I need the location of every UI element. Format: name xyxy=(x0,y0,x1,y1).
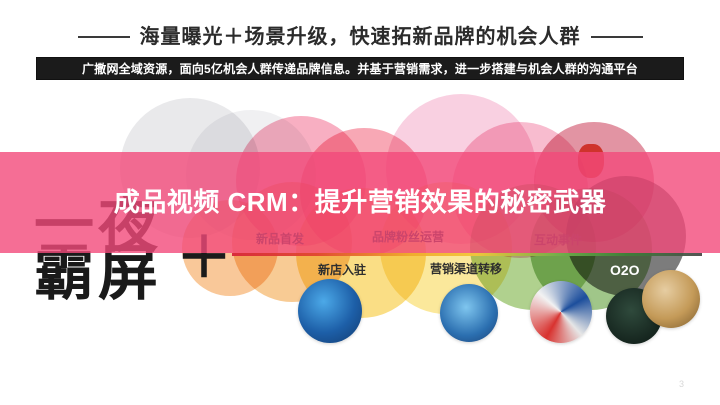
thumbnail-beige-promo xyxy=(642,270,700,328)
overlay-banner xyxy=(0,152,720,253)
node-label-o2o: O2O xyxy=(610,262,640,278)
page-title: 海量曝光＋场景升级，快速拓新品牌的机会人群 xyxy=(139,26,581,48)
thumbnail-blue-drink xyxy=(298,279,362,343)
node-label-channel-shift: 营销渠道转移 xyxy=(430,262,503,276)
big-type-line-2: 霸屏 xyxy=(34,241,162,307)
node-label-new-store: 新店入驻 xyxy=(318,263,367,277)
subtitle-bar: 广撒网全域资源，面向5亿机会人群传递品牌信息。并基于营销需求，进一步搭建与机会人… xyxy=(36,57,684,80)
thumbnail-blue-family xyxy=(440,284,498,342)
thumbnail-redblue-ad xyxy=(530,281,592,343)
rule-left-icon xyxy=(77,36,130,38)
diagram-baseline xyxy=(232,253,702,256)
overlay-title-text: 成品视频 CRM：提升营销效果的秘密武器 xyxy=(113,187,607,218)
page-number: 3 xyxy=(678,379,684,389)
subtitle-text: 广撒网全域资源，面向5亿机会人群传递品牌信息。并基于营销需求，进一步搭建与机会人… xyxy=(82,62,638,76)
headline-row: 海量曝光＋场景升级，快速拓新品牌的机会人群 xyxy=(0,22,720,52)
slide-header: 海量曝光＋场景升级，快速拓新品牌的机会人群 广撒网全域资源，面向5亿机会人群传递… xyxy=(0,0,720,92)
overlay-title-wrap: 成品视频 CRM：提升营销效果的秘密武器 xyxy=(0,152,720,253)
rule-right-icon xyxy=(590,36,643,38)
